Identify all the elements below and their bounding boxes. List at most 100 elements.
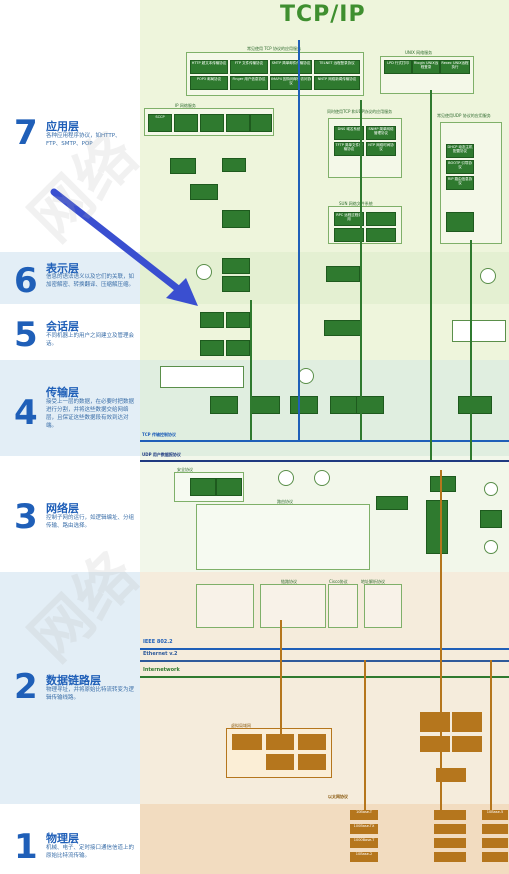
protocol-box [430, 476, 456, 492]
diagram-title: TCP/IP [280, 2, 366, 27]
group-cisco: Cisco协议 [328, 579, 358, 628]
protocol-box: RIP 路由信息协议 [446, 176, 474, 190]
udp-bus [140, 460, 509, 462]
protocol-box [200, 340, 224, 356]
phys-box [434, 810, 466, 820]
group-label: 链路协议 [281, 579, 297, 584]
protocol-box [356, 396, 384, 414]
group-label: SUN 网络文件系统 [339, 201, 373, 206]
layer-desc: 机械、电子、定时接口通信信道上的原始比特流传输。 [46, 845, 135, 859]
protocol-box [222, 258, 250, 274]
internetwork-bus-label: Internetwork [143, 667, 180, 673]
connector [364, 660, 366, 810]
phys-box [434, 852, 466, 862]
layer-2: 2 数据链路层 物理寻址，并将原始比特流转变为逻辑传输线路。 [0, 668, 140, 728]
layer-4: 4 传输层 接受上一层的数据，在必要时把数据进行分割，并将这些数据交给网络层，且… [0, 380, 140, 450]
protocol-circle [314, 470, 330, 486]
connector [440, 470, 442, 810]
phys-box: 1000Base-T [350, 838, 378, 848]
protocol-box [210, 396, 238, 414]
protocol-box: Rlogin UNIX远程登录 [412, 60, 440, 74]
ethernet-bus [140, 660, 509, 662]
protocol-box: BOOTP 引导协议 [446, 160, 474, 174]
layer-desc: 控制子网的运行，如逻辑编址、分组传输、路由选择。 [46, 515, 135, 529]
session-box [452, 320, 506, 342]
protocol-box: NNTP 网络新闻传输协议 [314, 76, 360, 90]
protocol-box [226, 114, 250, 132]
connector [430, 90, 432, 460]
udp-bus-label: UDP 用户数据报协议 [142, 452, 181, 457]
protocol-box [216, 478, 242, 496]
layer-3: 3 网络层 控制子网的运行，如逻辑编址、分组传输、路由选择。 [0, 496, 140, 556]
phys-box [434, 824, 466, 834]
layer-number: 4 [14, 393, 38, 433]
layer-name: 表示层 [46, 262, 79, 275]
protocol-box [266, 734, 294, 750]
protocol-box [250, 396, 280, 414]
phys-box: 10Base-T [350, 810, 378, 820]
protocol-box: LPD 行式打印 [384, 60, 412, 74]
left-band-transport [0, 360, 140, 456]
ieee-bus-label: IEEE 802.2 [143, 639, 173, 645]
protocol-box [226, 312, 250, 328]
protocol-box [366, 212, 396, 226]
connector [360, 100, 362, 440]
layer-number: 7 [14, 113, 38, 153]
protocol-box: DNS 域名系统 [334, 126, 364, 140]
protocol-box: DHCP 动态主机配置协议 [446, 144, 474, 158]
connector [280, 620, 282, 734]
group-label: 常见使用UDP 协议的应用服务 [437, 113, 491, 118]
protocol-box: SCCP [148, 114, 172, 132]
group-label: 安全协议 [177, 467, 193, 472]
phys-box [434, 838, 466, 848]
protocol-box: Finger 用户信息协议 [230, 76, 268, 90]
layer-desc: 信息的语法语义以及它们的关联，如加密解密、转换翻译、压缩解压缩。 [46, 274, 135, 288]
phys-box [482, 852, 508, 862]
internetwork-bus [140, 676, 509, 678]
group-label: Cisco协议 [329, 579, 348, 584]
protocol-box [446, 212, 474, 232]
layer-name: 网络层 [46, 502, 79, 515]
protocol-circle [484, 482, 498, 496]
layer-number: 1 [14, 827, 38, 867]
group-label: IP 网络服务 [175, 103, 196, 108]
protocol-box [436, 768, 466, 782]
protocol-box: SNMP 简单网络管理协议 [366, 126, 396, 140]
layer-number: 2 [14, 667, 38, 707]
protocol-circle [278, 470, 294, 486]
protocol-box: IMAP4 因特网邮件访问协议 [270, 76, 312, 90]
protocol-box [190, 184, 218, 200]
protocol-box [290, 396, 318, 414]
protocol-box: RPC 远程过程调用 [334, 212, 364, 226]
group-routing: 路由协议 [196, 499, 370, 570]
left-band-datalink [0, 572, 140, 804]
layer-name: 数据链路层 [46, 674, 101, 687]
left-band-presentation [0, 252, 140, 304]
protocol-box [222, 210, 250, 228]
group-routing-link: 链路协议 [260, 579, 326, 628]
protocol-box [298, 734, 326, 750]
connector [250, 300, 252, 440]
ethernet-group-label: 以太网协议 [328, 794, 348, 799]
phys-box [482, 838, 508, 848]
tcp-bus-label: TCP 传输控制协议 [142, 432, 176, 437]
protocol-box: Rexec UNIX远程执行 [440, 60, 470, 74]
protocol-box [376, 496, 408, 510]
ethernet-bus-label: Ethernet v.2 [143, 651, 178, 657]
protocol-box [452, 712, 482, 732]
protocol-box [420, 712, 450, 732]
phys-box: 10Base-2 [350, 852, 378, 862]
group-label: UNIX 网络服务 [405, 50, 433, 55]
connector [470, 240, 472, 460]
layer-desc: 不同机器上的用户之间建立及管理会话。 [46, 333, 135, 347]
layer-number: 5 [14, 315, 38, 355]
protocol-box [420, 736, 450, 752]
protocol-box [170, 158, 196, 174]
layer-name: 传输层 [46, 386, 79, 399]
protocol-box [222, 276, 250, 292]
phys-box [482, 824, 508, 834]
layer-5: 5 会话层 不同机器上的用户之间建立及管理会话。 [0, 310, 140, 358]
group-label: 同时使用TCP 和UDP协议的应用服务 [327, 109, 393, 114]
transport-box [160, 366, 244, 388]
protocol-box [266, 754, 294, 770]
